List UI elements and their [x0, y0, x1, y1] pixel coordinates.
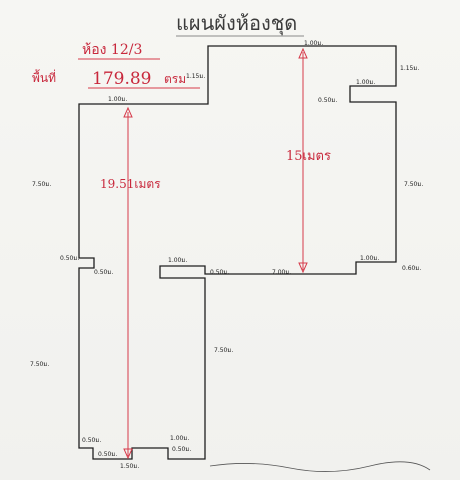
dim-left-upper: 7.50ม. — [32, 181, 51, 188]
dim-bottom-inner: 0.50ม. — [98, 451, 117, 458]
height-right-label: 15เมตร — [286, 149, 331, 164]
dim-bottom-step-right: 1.00ม. — [170, 435, 189, 442]
bottom-scribble — [209, 461, 431, 472]
dim-top-left-notch: 1.00ม. — [108, 96, 127, 103]
area-value: 179.89 — [92, 69, 151, 89]
dim-bottom-step-side: 0.50ม. — [172, 446, 191, 453]
dim-right-bottom: 0.60ม. — [402, 265, 421, 272]
dim-mid-box: 1.00ม. — [168, 257, 187, 264]
dim-left-notch-depth: 0.50ม. — [94, 269, 113, 276]
dim-bottom-width: 1.50ม. — [120, 463, 139, 470]
dim-mid-bottom: 7.00ม. — [272, 269, 291, 276]
dim-bottom-left-notch: 0.50ม. — [82, 437, 101, 444]
area-unit: ตรม — [164, 72, 186, 86]
dim-left-notch-top: 0.50ม. — [60, 255, 79, 262]
dim-center-lower: 7.50ม. — [214, 347, 233, 354]
height-left-label: 19.51เมตร — [100, 177, 161, 191]
dim-top-small: 1.00ม. — [304, 40, 323, 47]
dim-left-lower: 7.50ม. — [30, 361, 49, 368]
room-outline — [78, 45, 397, 460]
arrow-up-right — [298, 47, 308, 59]
dim-right-step: 1.00ม. — [360, 255, 379, 262]
arrow-down-left — [123, 448, 133, 460]
arrow-down-right — [298, 262, 308, 274]
room-label: ห้อง 12/3 — [82, 42, 142, 58]
dim-top-right-notch: 1.00ม. — [356, 79, 375, 86]
area-prefix: พื้นที่ — [32, 69, 56, 85]
arrow-up-left — [123, 106, 133, 118]
dim-right-notch-depth: 0.50ม. — [318, 97, 337, 104]
dim-right-top: 1.15ม. — [400, 65, 419, 72]
dim-mid-box-side: 0.50ม. — [210, 269, 229, 276]
plan-title: แผนผังห้องชุด — [176, 11, 297, 36]
dim-top-left-step: 1.15ม. — [186, 73, 205, 80]
dim-right-upper: 7.50ม. — [404, 181, 423, 188]
